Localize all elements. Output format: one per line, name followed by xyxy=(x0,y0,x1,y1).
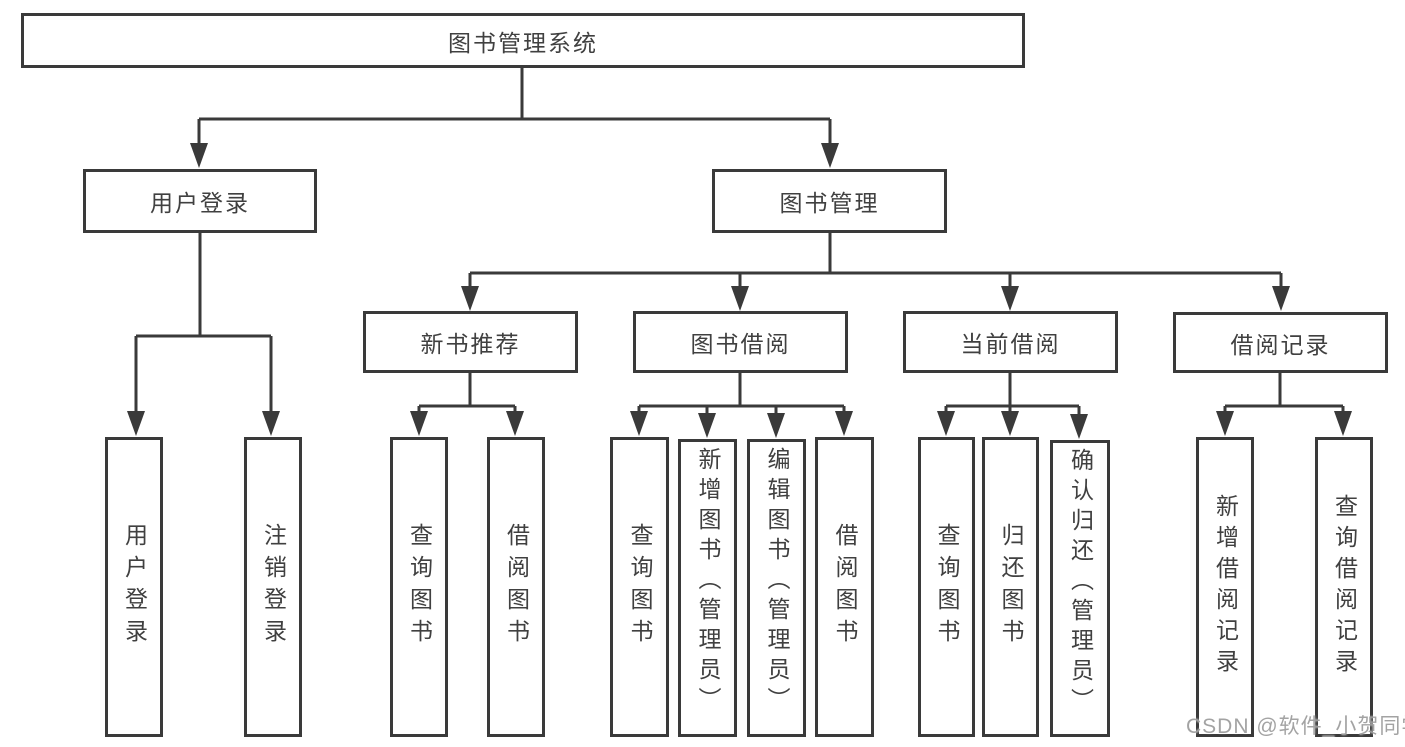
node-label: 图书管理系统 xyxy=(448,29,598,56)
node-root: 图书管理系统 xyxy=(21,13,1025,68)
leaf-logout: 注销登录 xyxy=(244,437,302,737)
node-label: 注销登录 xyxy=(260,523,287,651)
node-label: 新增借阅记录 xyxy=(1212,494,1239,680)
watermark: CSDN @软件_小贺同学 xyxy=(1186,715,1405,738)
leaf-borrow-books-recommend: 借阅图书 xyxy=(487,437,545,737)
leaf-user-login: 用户登录 xyxy=(105,437,163,737)
node-book-borrowing: 图书借阅 xyxy=(633,311,848,373)
node-label: 图书借阅 xyxy=(690,331,791,357)
node-label: 归还图书 xyxy=(998,523,1024,651)
leaf-add-book-admin: 新增图书（管理员） xyxy=(678,439,737,737)
leaf-edit-book-admin: 编辑图书（管理员） xyxy=(747,439,806,737)
node-label: 新增图书（管理员） xyxy=(695,447,721,717)
node-label: 查询借阅记录 xyxy=(1331,494,1358,680)
leaf-query-borrow-record: 查询借阅记录 xyxy=(1315,437,1373,737)
leaf-query-books-recommend: 查询图书 xyxy=(390,437,448,737)
node-label: 当前借阅 xyxy=(960,331,1061,357)
leaf-return-books: 归还图书 xyxy=(982,437,1039,737)
node-label: 用户登录 xyxy=(150,190,250,216)
leaf-query-books-current: 查询图书 xyxy=(918,437,975,737)
leaf-query-books-borrowing: 查询图书 xyxy=(610,437,669,737)
node-new-book-recommend: 新书推荐 xyxy=(363,311,578,373)
node-label: 用户登录 xyxy=(121,523,148,651)
leaf-confirm-return-admin: 确认归还（管理员） xyxy=(1050,440,1110,737)
node-user-login: 用户登录 xyxy=(83,169,317,233)
node-current-borrowing: 当前借阅 xyxy=(903,311,1118,373)
leaf-borrow-books-borrowing: 借阅图书 xyxy=(815,437,874,737)
node-label: 新书推荐 xyxy=(420,331,521,357)
node-label: 图书管理 xyxy=(779,190,880,216)
node-book-management: 图书管理 xyxy=(712,169,947,233)
node-borrowing-records: 借阅记录 xyxy=(1173,312,1388,373)
node-label: 确认归还（管理员） xyxy=(1067,448,1094,718)
node-label: 借阅图书 xyxy=(832,523,858,651)
leaf-add-borrow-record: 新增借阅记录 xyxy=(1196,437,1254,737)
node-label: 编辑图书（管理员） xyxy=(764,447,790,717)
node-label: 查询图书 xyxy=(406,523,433,651)
node-label: 查询图书 xyxy=(627,523,653,651)
node-label: 借阅图书 xyxy=(503,523,530,651)
node-label: 借阅记录 xyxy=(1230,331,1331,358)
node-label: 查询图书 xyxy=(934,523,960,651)
